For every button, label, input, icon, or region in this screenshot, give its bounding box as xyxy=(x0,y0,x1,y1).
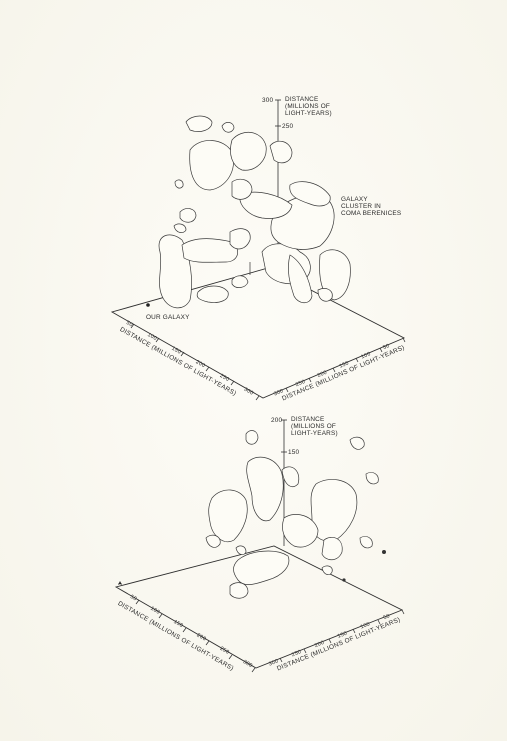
bottom-tick-200: 200 xyxy=(271,417,283,424)
bottom-tick-150: 150 xyxy=(288,449,300,456)
top-left-ticks xyxy=(130,323,260,401)
cluster-label-line-1: GALAXY xyxy=(341,196,368,203)
top-axis-label-line-3: LIGHT-YEARS) xyxy=(285,110,332,118)
bottom-origin-star xyxy=(118,581,122,585)
top-axis-label-line-1: DISTANCE xyxy=(285,96,319,103)
bottom-axis-label-line-1: DISTANCE xyxy=(291,416,325,423)
galaxy-cluster-label: GALAXY CLUSTER IN COMA BERENICES xyxy=(341,196,401,218)
cluster-label-line-3: COMA BERENICES xyxy=(341,210,402,218)
top-tick-250: 250 xyxy=(282,123,294,130)
bottom-plot xyxy=(114,419,405,673)
our-galaxy-label: OUR GALAXY xyxy=(146,314,190,321)
bottom-vertical-axis-label: DISTANCE (MILLIONS OF LIGHT-YEARS) xyxy=(291,416,338,438)
top-galaxy-structure xyxy=(158,115,351,309)
bottom-right-ticks xyxy=(279,609,405,663)
top-vertical-axis-label: DISTANCE (MILLIONS OF LIGHT-YEARS) xyxy=(285,96,332,118)
bottom-left-ticks xyxy=(135,599,256,673)
top-right-ticks xyxy=(285,337,406,393)
bottom-axis-label-line-3: LIGHT-YEARS) xyxy=(291,430,338,438)
top-plot xyxy=(110,99,406,401)
cluster-label-line-2: CLUSTER IN xyxy=(341,203,381,211)
bottom-galaxy-structure xyxy=(205,430,386,599)
top-floor-plane xyxy=(110,267,406,399)
our-galaxy-marker xyxy=(146,303,150,307)
top-tick-300: 300 xyxy=(262,97,274,104)
bottom-axis-label-line-2: (MILLIONS OF xyxy=(291,423,337,431)
top-axis-label-line-2: (MILLIONS OF xyxy=(285,103,331,111)
